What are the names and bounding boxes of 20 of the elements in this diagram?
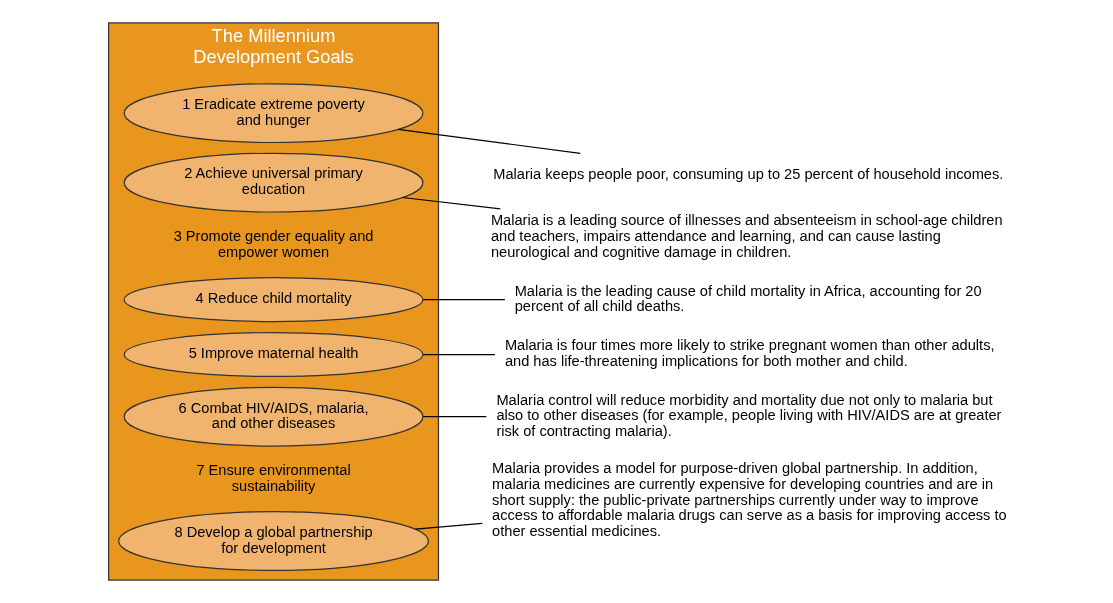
node-ellipse: 1 Eradicate extreme poverty and hunger xyxy=(123,83,423,144)
connector xyxy=(422,416,487,418)
connector xyxy=(414,522,483,530)
connector xyxy=(422,299,505,301)
node-ellipse: 4 Reduce child mortality xyxy=(123,277,423,323)
label: 3 Promote gender equality and empower women xyxy=(173,227,373,260)
node-ellipse: 6 Combat HIV/AIDS, malaria, and other diseases xyxy=(123,386,423,447)
node-text: Malaria provides a model for purpose-driven global partnership. In addition, malaria medicines are currently expensive for developing countries and are in short supply: the public-private partnerships currently under way to improve access to affordable malaria drugs can serve as a basis for improving access to other essential medicines. xyxy=(491,459,1007,540)
node-text: Malaria is four times more likely to strike pregnant women than other adults, and has life-threatening implications for both mother and child. xyxy=(504,337,995,370)
connector xyxy=(422,353,496,356)
node-text: Malaria keeps people poor, consuming up to 25 percent of household incomes. xyxy=(492,166,1003,183)
node-text: Malaria is the leading cause of child mortality in Africa, accounting for 20 percent of all child deaths. xyxy=(514,282,982,315)
label: 7 Ensure environmental sustainability xyxy=(195,461,351,494)
connector xyxy=(401,196,501,210)
node-ellipse: 2 Achieve universal primary education xyxy=(123,152,423,213)
node-text: Malaria control will reduce morbidity and mortality due not only to malaria but also to other diseases (for example, people living with HIV/AIDS are at greater risk of contracting malaria). xyxy=(495,391,1001,440)
connector xyxy=(397,128,581,154)
node-ellipse: 8 Develop a global partnership for development xyxy=(117,511,429,572)
node-text: Malaria is a leading source of illnesses and absenteeism in school-age children and teachers, impairs attendance and learning, and can cause lasting neurological and cognitive damage in children. xyxy=(490,212,1003,261)
node-ellipse: 5 Improve maternal health xyxy=(123,331,423,378)
